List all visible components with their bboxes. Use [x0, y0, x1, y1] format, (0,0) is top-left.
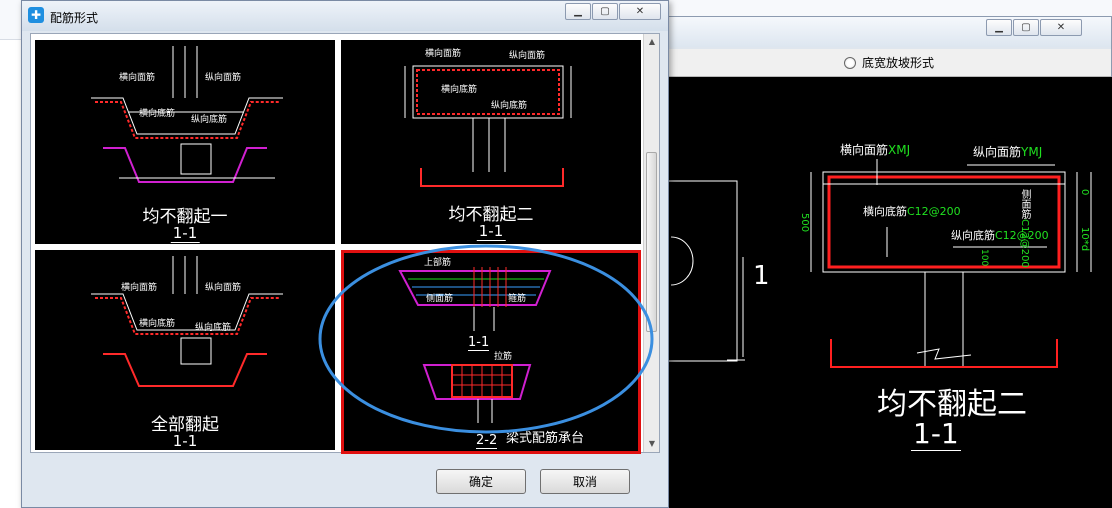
slope-option-row[interactable]: 底宽放坡形式 — [667, 49, 1111, 77]
preview-section-label: 1-1 — [911, 417, 961, 451]
option-grid: 横向面筋 纵向面筋 横向底筋 纵向底筋 均不翻起一 1-1 — [30, 33, 660, 454]
option-1-label-1: 横向面筋 — [119, 73, 156, 83]
bottom-anchor-dimension: 10*d — [1079, 227, 1090, 252]
close-icon[interactable]: ✕ — [1040, 19, 1082, 36]
close-icon[interactable]: ✕ — [619, 3, 661, 20]
option-4-section-2: 2-2 — [476, 433, 498, 449]
option-1-caption: 均不翻起一 — [142, 207, 228, 227]
dialog-titlebar: ✚ 配筋形式 ▁ ▢ ✕ — [22, 1, 668, 31]
option-4-label-2: 侧面筋 — [426, 294, 454, 304]
preview-window-titlebar: ▁ ▢ ✕ — [667, 17, 1111, 47]
top-longitudinal-label: 纵向面筋YMJ — [973, 145, 1043, 159]
option-drawing-2 — [404, 65, 572, 187]
scroll-down-icon[interactable]: ▼ — [648, 439, 656, 448]
bottom-transverse-label: 横向底筋C12@200 — [863, 205, 961, 218]
option-1-section: 1-1 — [170, 224, 200, 243]
top-cover-dimension: 0 — [1079, 189, 1090, 196]
option-grid-scrollbar[interactable]: ▲ ▼ — [643, 34, 659, 452]
option-2-caption: 均不翻起二 — [448, 205, 534, 225]
option-card-1[interactable]: 横向面筋 纵向面筋 横向底筋 纵向底筋 均不翻起一 1-1 — [35, 40, 335, 244]
ok-button[interactable]: 确定 — [436, 469, 526, 494]
option-3-section: 1-1 — [170, 432, 200, 451]
option-drawing-1 — [91, 46, 283, 183]
option-2-section: 1-1 — [476, 222, 506, 241]
cancel-button[interactable]: 取消 — [540, 469, 630, 494]
dialog-title: 配筋形式 — [50, 11, 99, 25]
bottom-longitudinal-label: 纵向底筋C12@200 — [951, 229, 1049, 242]
preview-caption: 均不翻起二 — [877, 387, 1027, 422]
preview-window-controls: ▁ ▢ ✕ — [985, 19, 1082, 36]
option-4-section-1: 1-1 — [468, 335, 490, 351]
radio-icon[interactable] — [843, 56, 856, 69]
option-3-label-2: 纵向面筋 — [205, 283, 242, 293]
option-3-label-3: 横向底筋 — [139, 319, 176, 329]
option-card-3[interactable]: 横向面筋 纵向面筋 横向底筋 纵向底筋 全部翻起 1-1 — [35, 250, 335, 451]
option-4-label-4: 拉筋 — [494, 352, 513, 362]
highlight-ring — [318, 244, 654, 434]
option-4-label-1: 上部筋 — [424, 258, 452, 268]
option-2-label-4: 纵向底筋 — [491, 101, 528, 111]
option-3-label-4: 纵向底筋 — [195, 323, 232, 333]
minimize-icon[interactable]: ▁ — [986, 19, 1012, 36]
option-1-label-4: 纵向底筋 — [191, 115, 228, 125]
dialog-window-controls: ▁ ▢ ✕ — [564, 3, 661, 20]
option-2-label-1: 横向面筋 — [425, 49, 462, 59]
option-3-caption: 全部翻起 — [151, 415, 219, 435]
option-drawing-3 — [91, 256, 283, 387]
option-4-label-3: 箍筋 — [508, 294, 527, 304]
option-card-4[interactable]: 上部筋 侧面筋 箍筋 拉筋 1-1 2-2 梁式配筋承台 — [341, 250, 641, 454]
option-3-label-1: 横向面筋 — [121, 283, 158, 293]
minimize-icon[interactable]: ▁ — [565, 3, 591, 20]
scroll-up-icon[interactable]: ▲ — [648, 37, 656, 46]
option-1-label-2: 纵向面筋 — [205, 73, 242, 83]
height-dimension: 500 — [799, 213, 810, 233]
option-2-label-2: 纵向面筋 — [509, 51, 546, 61]
bottom-cover-dimension: 100 — [979, 249, 989, 267]
side-bar-label: 侧面筋C12@200 — [1019, 189, 1030, 268]
option-1-label-3: 横向底筋 — [139, 109, 176, 119]
maximize-icon[interactable]: ▢ — [592, 3, 618, 20]
option-card-2[interactable]: 横向面筋 纵向面筋 横向底筋 纵向底筋 均不翻起二 1-1 — [341, 40, 641, 244]
option-2-label-3: 横向底筋 — [441, 85, 478, 95]
preview-drawing — [656, 159, 1092, 368]
top-transverse-label: 横向面筋XMJ — [840, 143, 911, 157]
section-marker: 1 — [753, 261, 770, 291]
app-icon: ✚ — [28, 7, 44, 23]
option-4-caption: 梁式配筋承台 — [506, 431, 585, 446]
preview-canvas: 横向面筋XMJ 纵向面筋YMJ 横向底筋C12@200 纵向底筋C12@200 … — [656, 77, 1112, 508]
option-drawing-4 — [398, 267, 552, 423]
slope-option-label: 底宽放坡形式 — [861, 56, 934, 70]
maximize-icon[interactable]: ▢ — [1013, 19, 1039, 36]
